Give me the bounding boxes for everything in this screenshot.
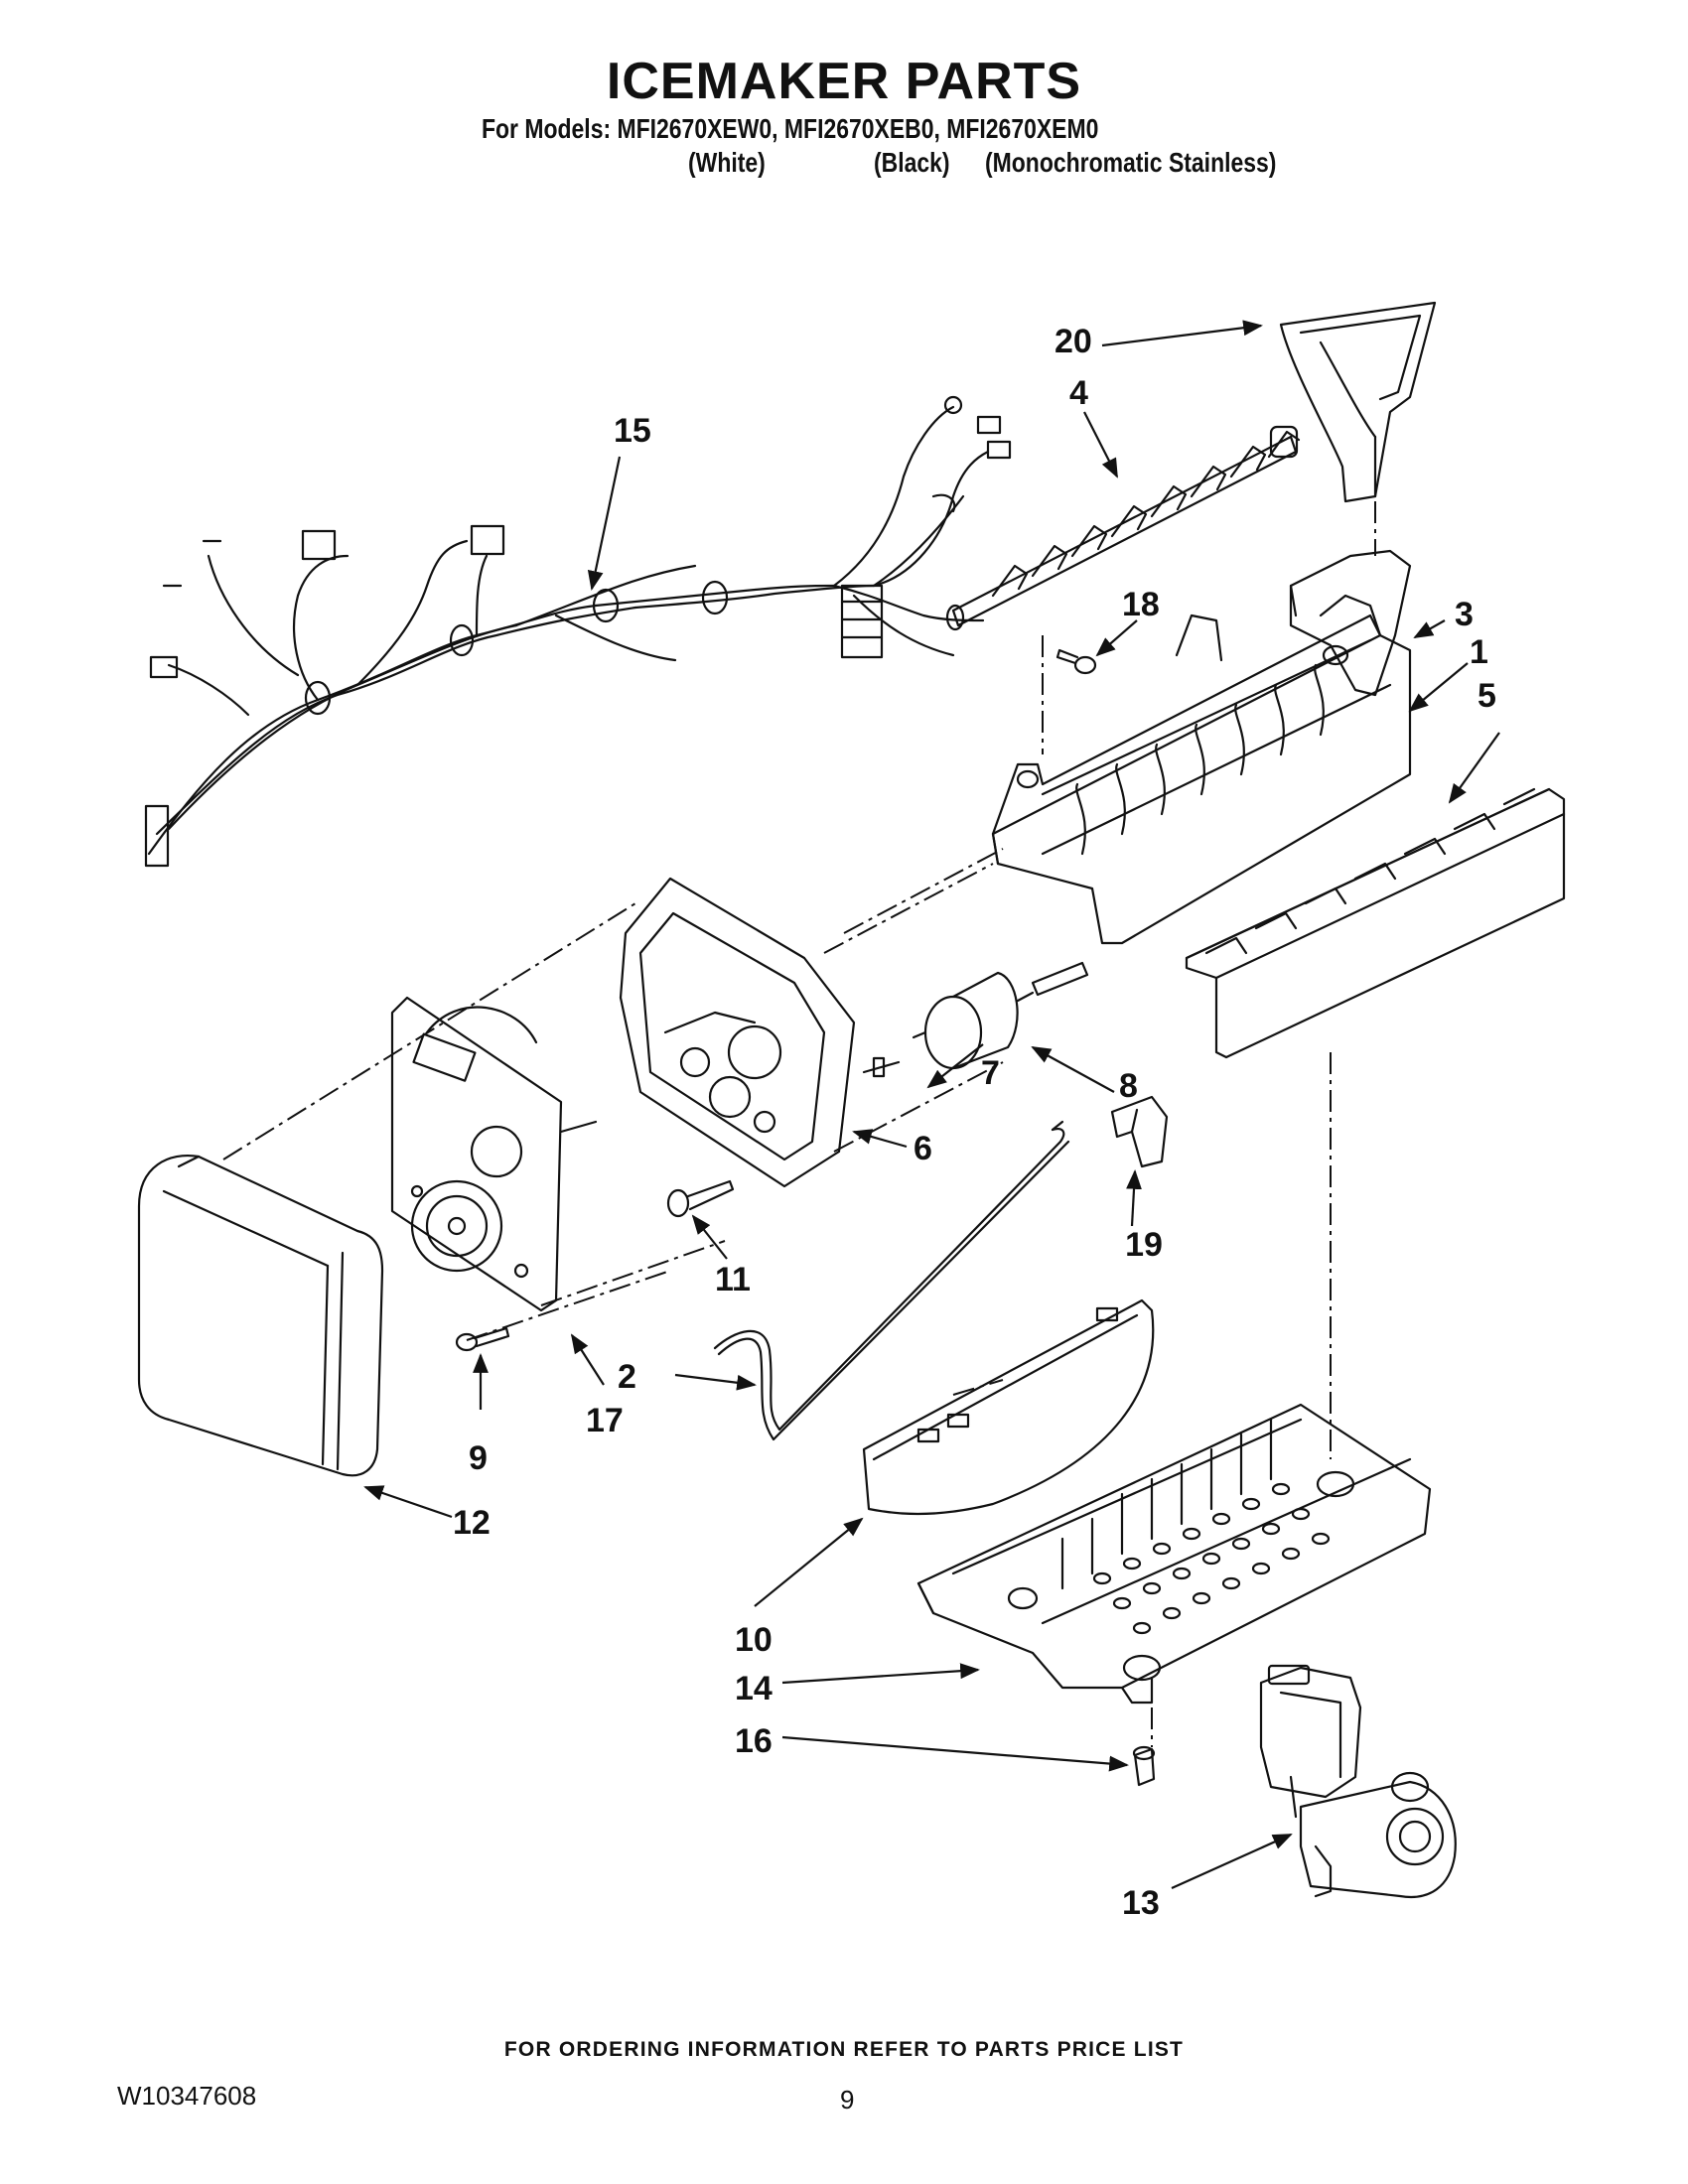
tray-part <box>916 1403 1432 1705</box>
ejector-part <box>945 425 1301 631</box>
callout-19: 19 <box>1125 1226 1163 1264</box>
callout-10: 10 <box>735 1621 773 1659</box>
callout-17: 17 <box>586 1402 624 1439</box>
variant-black: (Black) <box>874 147 950 178</box>
mounting-plate-part <box>862 1298 1155 1516</box>
fill-cup-part <box>1279 301 1437 503</box>
leader-5 <box>1448 732 1500 804</box>
inlet-part <box>1289 549 1412 697</box>
leader-3 <box>1413 619 1446 638</box>
callout-6: 6 <box>914 1130 932 1167</box>
leader-1 <box>1408 662 1469 713</box>
shield-part <box>1185 787 1566 1059</box>
leader-2 <box>674 1373 757 1391</box>
leader-17 <box>570 1333 605 1386</box>
models-line: For Models: MFI2670XEW0, MFI2670XEB0, MF… <box>482 113 1099 144</box>
shaft-part <box>862 1056 901 1078</box>
mold-part <box>991 594 1412 945</box>
callout-7: 7 <box>981 1054 1000 1092</box>
variant-white: (White) <box>688 147 766 178</box>
document-id: W10347608 <box>117 2081 257 2111</box>
callout-11: 11 <box>715 1261 751 1298</box>
leader-11 <box>691 1214 728 1260</box>
variant-stainless: (Monochromatic Stainless) <box>985 147 1277 178</box>
leader-19 <box>1126 1169 1142 1227</box>
callout-4: 4 <box>1069 374 1088 412</box>
gear-module-part <box>390 996 598 1312</box>
callout-18: 18 <box>1122 586 1160 623</box>
motor-part <box>912 961 1089 1070</box>
screw-18-part <box>1055 648 1097 675</box>
leader-arrows <box>363 320 1500 1890</box>
leader-15 <box>587 456 622 591</box>
callout-2: 2 <box>618 1358 636 1396</box>
leader-16 <box>781 1735 1129 1772</box>
callout-15: 15 <box>614 412 651 450</box>
callout-16: 16 <box>735 1722 773 1760</box>
leader-8 <box>1031 1046 1115 1093</box>
callout-9: 9 <box>469 1439 488 1477</box>
page-title: ICEMAKER PARTS <box>606 53 1082 110</box>
page-number: 9 <box>840 2085 855 2115</box>
clip-part <box>1110 1095 1169 1168</box>
leader-14 <box>781 1663 980 1685</box>
callout-8: 8 <box>1119 1067 1138 1105</box>
screw-16-part <box>1132 1745 1156 1787</box>
leader-4 <box>1083 411 1118 478</box>
screw-11-part <box>666 1179 735 1218</box>
leader-18 <box>1095 619 1138 657</box>
wire-harness-part <box>144 395 1012 868</box>
alignment-lines <box>222 501 1376 1747</box>
shutoff-arm-part <box>713 1120 1070 1441</box>
callout-1: 1 <box>1470 633 1488 671</box>
tray-posts <box>1060 1418 1331 1635</box>
callout-14: 14 <box>735 1670 773 1707</box>
callout-labels: 15 20 4 18 3 1 5 8 7 6 19 11 2 17 9 12 1… <box>453 323 1496 1922</box>
leader-13 <box>1171 1833 1293 1890</box>
callout-3: 3 <box>1455 596 1474 633</box>
leader-12 <box>363 1485 453 1519</box>
callout-13: 13 <box>1122 1884 1160 1922</box>
leader-6 <box>852 1129 908 1149</box>
water-valve-part <box>1259 1664 1457 1899</box>
leader-20 <box>1101 320 1263 347</box>
callout-12: 12 <box>453 1504 491 1542</box>
cover-part <box>137 1155 384 1477</box>
leader-10 <box>754 1517 864 1607</box>
leader-7 <box>926 1043 984 1089</box>
screw-9-part <box>455 1326 510 1352</box>
callout-20: 20 <box>1055 323 1092 360</box>
callout-5: 5 <box>1477 677 1496 715</box>
ordering-note: FOR ORDERING INFORMATION REFER TO PARTS … <box>503 2038 1185 2061</box>
housing-part <box>619 877 856 1188</box>
